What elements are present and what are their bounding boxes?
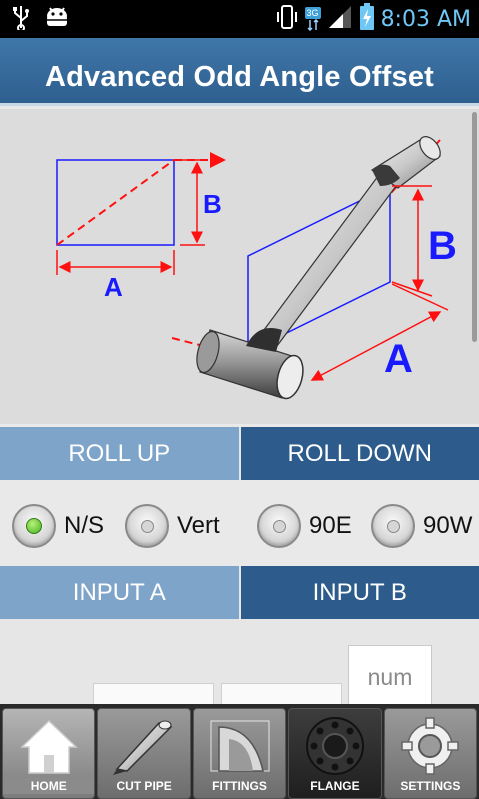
nav-flange-label: FLANGE (310, 779, 360, 793)
nav-settings[interactable]: SETTINGS (383, 708, 478, 799)
num-input[interactable]: num (348, 645, 432, 705)
radio-90w[interactable]: 90W (371, 504, 472, 548)
input-b-button[interactable]: INPUT B (238, 566, 479, 619)
network-indicator: 3G (304, 7, 321, 31)
direction-radio-group: N/S Vert 90E 90W (0, 498, 479, 556)
bottom-navigation: HOME CUT PIPE FITTINGS FLANGE SETTINGS (0, 704, 479, 799)
page-title: Advanced Odd Angle Offset (44, 61, 435, 93)
diagram-scrollbar[interactable] (472, 112, 477, 342)
radio-90e[interactable]: 90E (257, 504, 352, 548)
nav-fittings-label: FITTINGS (212, 779, 267, 793)
radio-ns-label: N/S (64, 512, 105, 539)
radio-ns[interactable]: N/S (12, 504, 104, 548)
battery-charging-icon (359, 2, 375, 36)
radio-90w-label: 90W (423, 512, 473, 539)
nav-home[interactable]: HOME (2, 708, 96, 799)
title-bar: Advanced Odd Angle Offset (0, 38, 479, 106)
status-time: 8:03 AM (380, 6, 471, 32)
radio-vert[interactable]: Vert (125, 504, 220, 548)
offset-diagram-svg: A B B A (56, 136, 457, 400)
status-bar: 3G 8:03 AM (0, 0, 479, 38)
large-label-a: A (384, 337, 413, 381)
small-label-a: A (104, 272, 123, 302)
input-fields-area: num (0, 619, 479, 705)
usb-icon (12, 4, 30, 35)
network-type: 3G (304, 7, 321, 19)
nav-flange[interactable]: FLANGE (288, 708, 382, 799)
small-offset-diagram (56, 152, 226, 275)
inches-input[interactable] (221, 683, 342, 705)
feet-input[interactable] (93, 683, 214, 705)
offset-diagram: A B B A (0, 109, 479, 424)
radio-90w-indicator[interactable] (371, 504, 415, 548)
vibrate-icon (275, 3, 299, 36)
radio-90e-indicator[interactable] (257, 504, 301, 548)
small-label-b: B (203, 189, 222, 219)
android-debug-icon (44, 4, 70, 35)
radio-90e-label: 90E (309, 512, 352, 539)
input-button-row: INPUT A INPUT B (0, 566, 479, 619)
nav-home-label: HOME (3, 778, 95, 794)
signal-icon (327, 4, 353, 35)
input-a-button[interactable]: INPUT A (0, 566, 239, 619)
radio-ns-indicator[interactable] (12, 504, 56, 548)
nav-fittings[interactable]: FITTINGS (192, 708, 287, 799)
pipe-3d-diagram (171, 136, 449, 400)
large-label-b: B (428, 224, 457, 268)
roll-up-button[interactable]: ROLL UP (0, 427, 239, 480)
roll-down-button[interactable]: ROLL DOWN (238, 427, 479, 480)
radio-vert-label: Vert (177, 512, 220, 539)
radio-vert-indicator[interactable] (125, 504, 169, 548)
nav-cut-pipe-label: CUT PIPE (116, 779, 172, 793)
roll-button-row: ROLL UP ROLL DOWN (0, 427, 479, 480)
nav-cut-pipe[interactable]: CUT PIPE (97, 708, 191, 799)
nav-settings-label: SETTINGS (400, 779, 461, 793)
